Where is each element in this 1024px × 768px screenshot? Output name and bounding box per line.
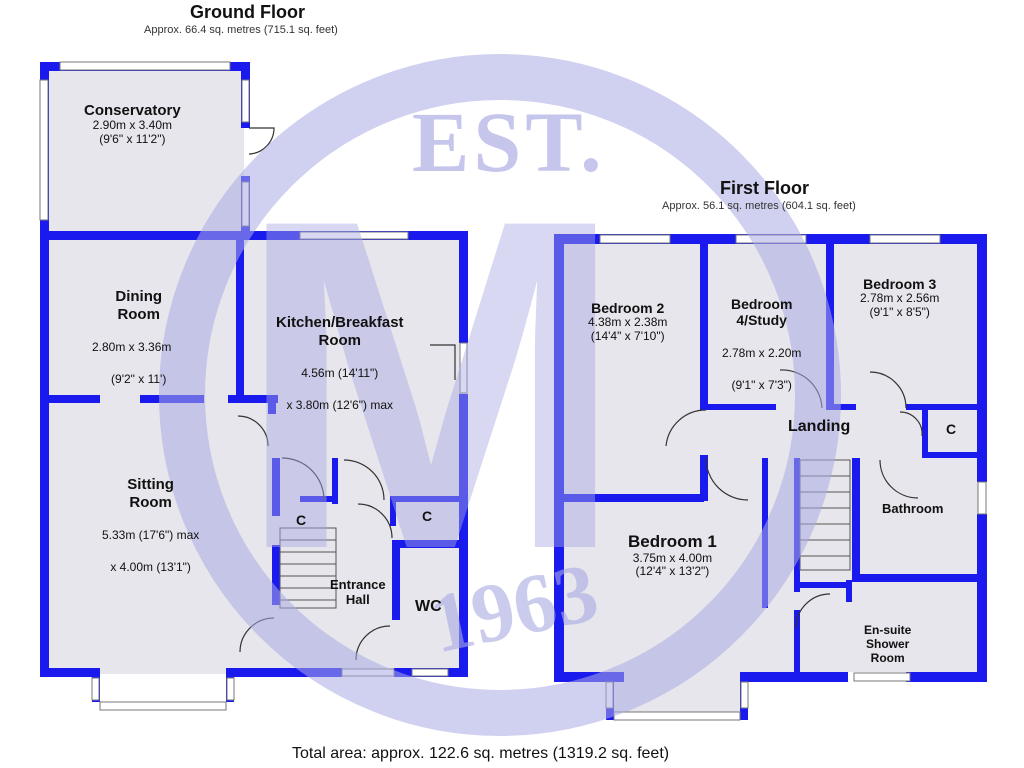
- total-area: Total area: approx. 122.6 sq. metres (13…: [292, 745, 670, 762]
- room-kitchen: Kitchen/Breakfast Room 4.56m (14'11") x …: [276, 314, 404, 413]
- room-bathroom: Bathroom: [882, 501, 944, 516]
- room-dining: Dining Room 2.80m x 3.36m (9'2" x 11'): [92, 288, 172, 387]
- watermark-est-text: EST.: [412, 94, 606, 190]
- room-conservatory: Conservatory 2.90m x 3.40m (9'6" x 11'2"…: [84, 102, 181, 147]
- room-en-suite: En-suite Shower Room: [864, 623, 912, 665]
- room-sitting: Sitting Room 5.33m (17'6") max x 4.00m (…: [102, 476, 200, 575]
- room-cupboard-hall: C: [296, 512, 307, 528]
- ground-floor-title: Ground Floor: [190, 2, 305, 22]
- room-bedroom-2: Bedroom 2 4.38m x 2.38m (14'4" x 7'10"): [588, 300, 668, 343]
- room-landing: Landing: [788, 418, 851, 435]
- watermark-m-letter: M: [235, 122, 627, 647]
- room-bedroom-4-study: Bedroom 4/Study 2.78m x 2.20m (9'1" x 7'…: [722, 296, 802, 393]
- watermark-logo: [159, 54, 841, 736]
- room-cupboard-kitchen: C: [422, 508, 433, 524]
- room-wc: WC: [415, 598, 442, 615]
- ground-floor-area: Approx. 66.4 sq. metres (715.1 sq. feet): [144, 24, 338, 36]
- room-bedroom-3: Bedroom 3 2.78m x 2.56m (9'1" x 8'5"): [860, 276, 940, 319]
- room-bedroom-1: Bedroom 1 3.75m x 4.00m (12'4" x 13'2"): [628, 532, 717, 579]
- first-floor-title: First Floor: [720, 178, 809, 198]
- room-cupboard-first: C: [946, 421, 957, 437]
- room-entrance-hall: Entrance Hall: [330, 577, 386, 608]
- first-floor-area: Approx. 56.1 sq. metres (604.1 sq. feet): [662, 200, 856, 212]
